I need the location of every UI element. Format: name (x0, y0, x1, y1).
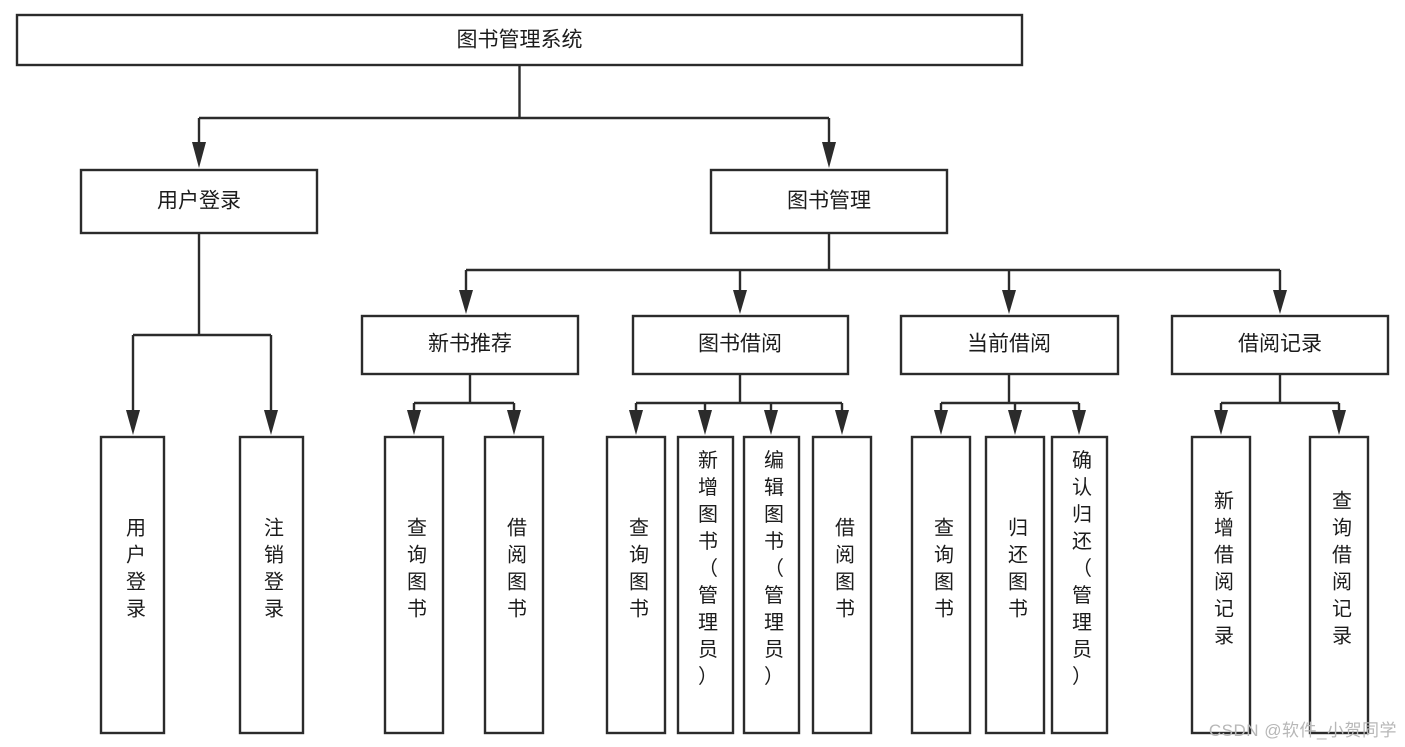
node-leaf-confirm-return-box[interactable] (1050, 435, 1109, 735)
arrow-to-leaf-return-book (1008, 410, 1022, 435)
node-borrow-record-box[interactable] (1170, 314, 1390, 376)
arrow-to-leaf-query-book-1 (407, 410, 421, 435)
node-leaf-query-record-box[interactable] (1308, 435, 1370, 735)
node-book-borrow-box[interactable] (631, 314, 850, 376)
node-book-borrow[interactable]: 图书借阅 (631, 314, 850, 376)
node-leaf-borrow-book-1-box[interactable] (483, 435, 545, 735)
node-book-borrow-label: 图书借阅 (698, 333, 782, 356)
arrow-root-to-user-login (192, 142, 206, 168)
node-leaf-confirm-return[interactable]: 确认归还（管理员） (1050, 435, 1109, 735)
node-leaf-logout[interactable]: 注销登录 (238, 435, 305, 735)
node-leaf-query-book-3-label: 查询图书 (934, 517, 954, 621)
connector-group-user-login (126, 233, 278, 435)
arrow-root-to-book-manage (822, 142, 836, 168)
node-root[interactable]: 图书管理系统 (15, 13, 1024, 67)
node-leaf-add-book-box[interactable] (676, 435, 735, 735)
node-leaf-logout-label: 注销登录 (264, 517, 284, 621)
node-leaf-return-book-box[interactable] (984, 435, 1046, 735)
arrow-to-leaf-query-book-3 (934, 410, 948, 435)
node-leaf-add-record-label: 新增借阅记录 (1214, 490, 1234, 648)
arrow-to-leaf-query-record (1332, 410, 1346, 435)
node-leaf-user-login[interactable]: 用户登录 (99, 435, 166, 735)
node-leaf-edit-book-box[interactable] (742, 435, 801, 735)
node-leaf-add-book[interactable]: 新增图书（管理员） (676, 435, 735, 735)
node-leaf-edit-book-label: 编辑图书（管理员） (764, 449, 784, 688)
arrow-to-leaf-add-book (698, 410, 712, 435)
connector-group-current-borrow (934, 374, 1086, 435)
arrow-to-current-borrow (1002, 290, 1016, 314)
node-leaf-borrow-book-2-label: 借阅图书 (835, 517, 855, 621)
node-leaf-logout-box[interactable] (238, 435, 305, 735)
connector-group-new-book-rec (407, 374, 521, 435)
node-leaf-query-book-1[interactable]: 查询图书 (383, 435, 445, 735)
node-leaf-query-book-3-box[interactable] (910, 435, 972, 735)
node-root-box[interactable] (15, 13, 1024, 67)
connector-group-book-manage (459, 233, 1287, 314)
node-leaf-return-book[interactable]: 归还图书 (984, 435, 1046, 735)
node-user-login[interactable]: 用户登录 (79, 168, 319, 235)
node-leaf-query-book-1-box[interactable] (383, 435, 445, 735)
node-leaf-add-record-box[interactable] (1190, 435, 1252, 735)
node-leaf-query-book-1-label: 查询图书 (407, 517, 427, 621)
node-leaf-user-login-label: 用户登录 (126, 518, 146, 621)
arrow-to-leaf-confirm-return (1072, 410, 1086, 435)
node-leaf-query-book-2[interactable]: 查询图书 (605, 435, 667, 735)
node-leaf-user-login-box[interactable] (99, 435, 166, 735)
connector-group-borrow-record (1214, 374, 1346, 435)
connector-group-root (192, 65, 836, 168)
node-current-borrow-label: 当前借阅 (967, 333, 1051, 356)
connector-group-book-borrow (629, 374, 849, 435)
arrow-to-leaf-edit-book (764, 410, 778, 435)
node-book-manage-label: 图书管理 (787, 190, 871, 213)
arrow-to-leaf-query-book-2 (629, 410, 643, 435)
node-leaf-borrow-book-2[interactable]: 借阅图书 (811, 435, 873, 735)
node-leaf-query-record[interactable]: 查询借阅记录 (1308, 435, 1370, 735)
node-new-book-rec[interactable]: 新书推荐 (360, 314, 580, 376)
node-book-manage[interactable]: 图书管理 (709, 168, 949, 235)
arrow-to-new-book-rec (459, 290, 473, 314)
node-current-borrow-box[interactable] (899, 314, 1120, 376)
arrow-to-book-borrow (733, 290, 747, 314)
node-leaf-borrow-book-1[interactable]: 借阅图书 (483, 435, 545, 735)
arrow-to-leaf-user-login (126, 410, 140, 435)
arrow-to-leaf-add-record (1214, 410, 1228, 435)
node-borrow-record-label: 借阅记录 (1238, 333, 1322, 356)
node-leaf-query-book-2-label: 查询图书 (629, 517, 649, 621)
node-root-label: 图书管理系统 (457, 29, 583, 52)
node-leaf-borrow-book-2-box[interactable] (811, 435, 873, 735)
arrow-to-leaf-borrow-book-2 (835, 410, 849, 435)
arrow-to-borrow-record (1273, 290, 1287, 314)
node-book-manage-box[interactable] (709, 168, 949, 235)
node-leaf-borrow-book-1-label: 借阅图书 (507, 517, 527, 621)
node-leaf-query-book-2-box[interactable] (605, 435, 667, 735)
node-borrow-record[interactable]: 借阅记录 (1170, 314, 1390, 376)
node-leaf-return-book-label: 归还图书 (1008, 517, 1028, 621)
node-leaf-query-record-label: 查询借阅记录 (1332, 490, 1352, 648)
node-leaf-query-book-3[interactable]: 查询图书 (910, 435, 972, 735)
arrow-to-leaf-logout (264, 410, 278, 435)
node-user-login-label: 用户登录 (157, 190, 241, 213)
node-new-book-rec-label: 新书推荐 (428, 333, 512, 356)
node-leaf-confirm-return-label: 确认归还（管理员） (1072, 449, 1092, 688)
node-leaf-add-record[interactable]: 新增借阅记录 (1190, 435, 1252, 735)
node-leaf-add-book-label: 新增图书（管理员） (698, 449, 718, 688)
node-new-book-rec-box[interactable] (360, 314, 580, 376)
arrow-to-leaf-borrow-book-1 (507, 410, 521, 435)
node-user-login-box[interactable] (79, 168, 319, 235)
node-leaf-edit-book[interactable]: 编辑图书（管理员） (742, 435, 801, 735)
node-current-borrow[interactable]: 当前借阅 (899, 314, 1120, 376)
